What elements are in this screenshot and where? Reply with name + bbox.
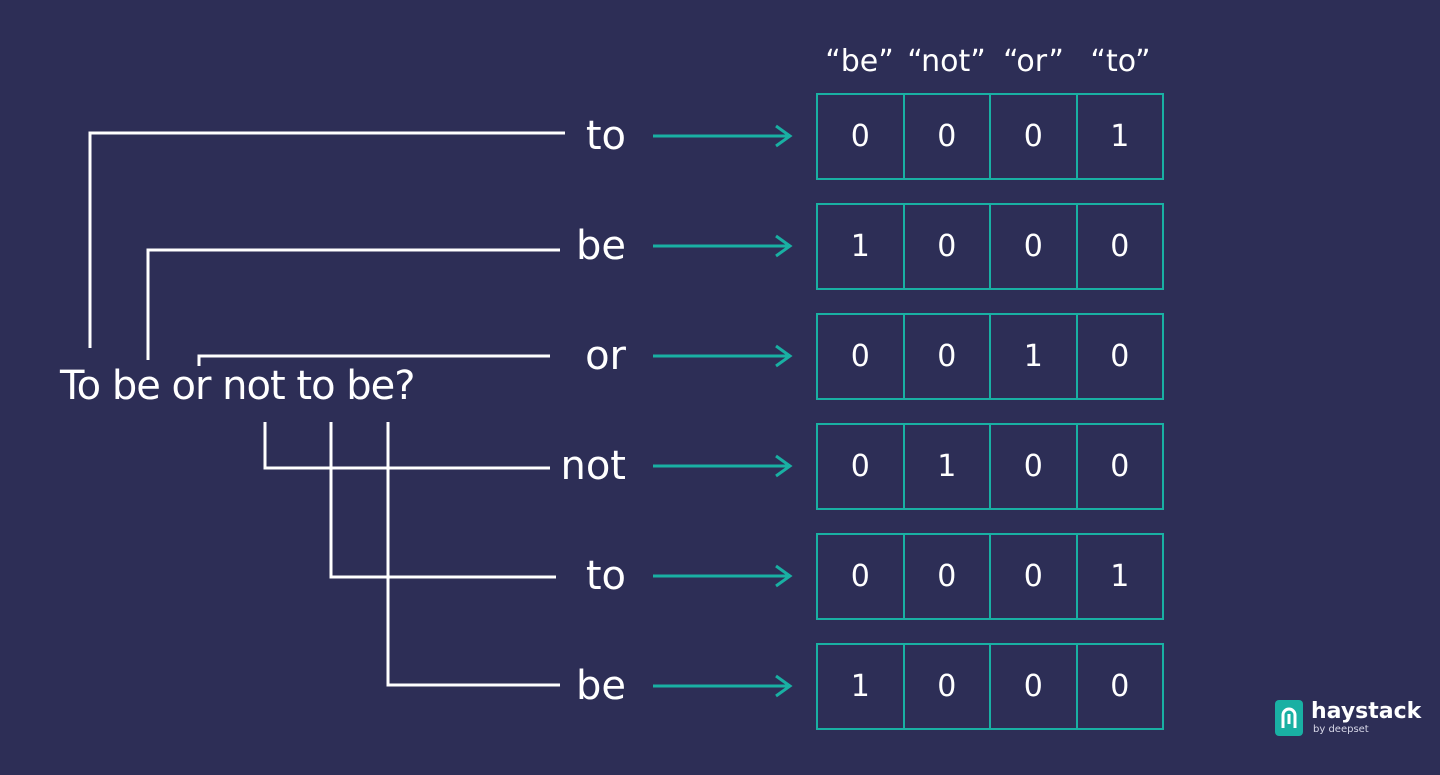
vector-cell: 0 xyxy=(1110,339,1130,374)
vector-cell: 0 xyxy=(905,315,991,398)
vector-cell: 0 xyxy=(905,95,991,178)
vocab-header: “not” xyxy=(907,44,986,79)
vector-cell: 0 xyxy=(818,315,905,398)
vector-cell: 0 xyxy=(991,645,1078,728)
vocab-header: “to” xyxy=(1090,44,1151,79)
vector-cell: 0 xyxy=(1110,229,1130,264)
connector-be-1 xyxy=(146,248,560,360)
one-hot-vector: 1 0 0 0 xyxy=(816,643,1164,730)
connector-to-2 xyxy=(329,422,556,579)
one-hot-vector: 0 0 1 0 xyxy=(816,313,1164,400)
vector-cell: 0 xyxy=(1110,669,1130,704)
vector-cell: 1 xyxy=(818,205,905,288)
logo-name: haystack xyxy=(1311,699,1422,724)
arrow-3 xyxy=(653,344,793,368)
vector-cell: 1 xyxy=(1110,119,1130,154)
vector-cell: 0 xyxy=(991,205,1078,288)
connector-to-1 xyxy=(88,131,565,348)
token-label: be xyxy=(576,223,626,269)
token-label: to xyxy=(585,113,626,159)
vector-cell: 1 xyxy=(991,315,1078,398)
vector-cell: 0 xyxy=(905,205,991,288)
haystack-logo-icon xyxy=(1275,700,1303,736)
token-label: be xyxy=(576,663,626,709)
connector-be-2 xyxy=(386,422,560,687)
vector-cell: 1 xyxy=(1110,559,1130,594)
vector-cell: 0 xyxy=(818,425,905,508)
arrow-4 xyxy=(653,454,793,478)
vocab-header: “be” xyxy=(825,44,894,79)
arrow-6 xyxy=(653,674,793,698)
one-hot-vector: 0 0 0 1 xyxy=(816,533,1164,620)
vector-cell: 0 xyxy=(905,645,991,728)
vector-cell: 0 xyxy=(991,535,1078,618)
one-hot-vector: 0 1 0 0 xyxy=(816,423,1164,510)
connector-or xyxy=(197,354,550,366)
vector-cell: 0 xyxy=(818,95,905,178)
vector-cell: 0 xyxy=(1110,449,1130,484)
vector-cell: 0 xyxy=(818,535,905,618)
connector-not xyxy=(263,422,550,470)
one-hot-vector: 1 0 0 0 xyxy=(816,203,1164,290)
source-sentence: To be or not to be? xyxy=(60,363,415,409)
token-label: or xyxy=(585,333,626,379)
vocab-header: “or” xyxy=(1003,44,1064,79)
vector-cell: 1 xyxy=(905,425,991,508)
vector-cell: 1 xyxy=(818,645,905,728)
haystack-logo: haystack by deepset xyxy=(1275,700,1421,736)
logo-subtitle: by deepset xyxy=(1313,724,1369,735)
arrow-1 xyxy=(653,124,793,148)
vector-cell: 0 xyxy=(991,95,1078,178)
arrow-5 xyxy=(653,564,793,588)
token-label: to xyxy=(585,553,626,599)
vector-cell: 0 xyxy=(905,535,991,618)
one-hot-vector: 0 0 0 1 xyxy=(816,93,1164,180)
vector-cell: 0 xyxy=(991,425,1078,508)
token-label: not xyxy=(560,443,626,489)
arrow-2 xyxy=(653,234,793,258)
